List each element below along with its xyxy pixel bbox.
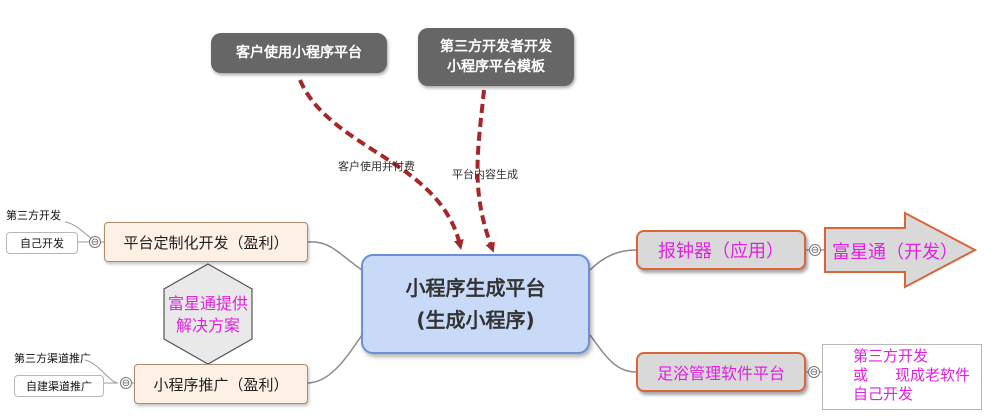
self-dev-node[interactable]: 自己开发: [6, 232, 78, 254]
self-channel-node[interactable]: 自建渠道推广: [14, 375, 104, 397]
customer-to-center-arrow: [298, 79, 464, 250]
bell-app-label: 报钟器（应用）: [658, 241, 784, 262]
customer-pay-label: 客户使用并付费: [338, 160, 415, 173]
customer-use-label: 客户使用小程序平台: [236, 45, 362, 61]
promotion-node[interactable]: 小程序推广（盈利）: [134, 364, 308, 404]
third-party-template-line2: 小程序平台模板: [447, 59, 545, 75]
custom-dev-collapse-icon[interactable]: ⊖: [89, 236, 101, 248]
option-or: 或: [853, 366, 869, 384]
center-to-footbath-edge: [589, 334, 637, 373]
self-channel-label: 自建渠道推广: [26, 380, 92, 393]
platform-custom-dev-node[interactable]: 平台定制化开发（盈利）: [104, 222, 308, 262]
bell-app-node[interactable]: 报钟器（应用）: [636, 230, 806, 270]
solution-hexagon-label: 富星通提供 解决方案: [164, 293, 252, 337]
hexagon-line1: 富星通提供: [167, 294, 248, 313]
footbath-platform-label: 足浴管理软件平台: [656, 364, 785, 383]
promotion-collapse-icon[interactable]: ⊖: [120, 377, 132, 389]
fuxingtong-arrow-shape: [824, 211, 978, 289]
promotion-label: 小程序推广（盈利）: [153, 375, 289, 394]
third-party-dev-label: 第三方开发: [6, 209, 61, 222]
third-party-template-line1: 第三方开发者开发: [440, 39, 552, 55]
hexagon-line2: 解决方案: [175, 316, 240, 335]
customer-use-node[interactable]: 客户使用小程序平台: [211, 33, 387, 73]
option-third-party: 第三方开发: [853, 347, 929, 365]
center-to-custom-dev-edge: [307, 241, 363, 271]
platform-custom-dev-label: 平台定制化开发（盈利）: [123, 233, 289, 252]
third-party-channel-label: 第三方渠道推广: [14, 352, 91, 365]
content-gen-label: 平台内容生成: [452, 168, 518, 181]
center-subtitle: (生成小程序): [416, 308, 535, 332]
self-dev-label: 自己开发: [20, 237, 64, 250]
center-to-bell-edge: [589, 249, 637, 271]
footbath-platform-node[interactable]: 足浴管理软件平台: [636, 352, 806, 392]
center-node[interactable]: 小程序生成平台 (生成小程序): [361, 254, 590, 354]
fuxingtong-dev-label: 富星通（开发）: [832, 242, 958, 263]
footbath-collapse-icon[interactable]: ⊖: [808, 366, 820, 378]
option-self-dev: 自己开发: [853, 385, 914, 403]
third-party-template-node[interactable]: 第三方开发者开发 小程序平台模板: [418, 28, 574, 86]
development-options-box: 第三方开发 或 现成老软件 自己开发: [822, 344, 982, 410]
template-to-center-arrow: [475, 89, 495, 253]
bell-collapse-icon[interactable]: ⊖: [809, 244, 821, 256]
center-to-promotion-edge: [307, 334, 363, 384]
center-title: 小程序生成平台: [405, 276, 546, 300]
option-existing-software: 现成老软件: [895, 366, 971, 384]
